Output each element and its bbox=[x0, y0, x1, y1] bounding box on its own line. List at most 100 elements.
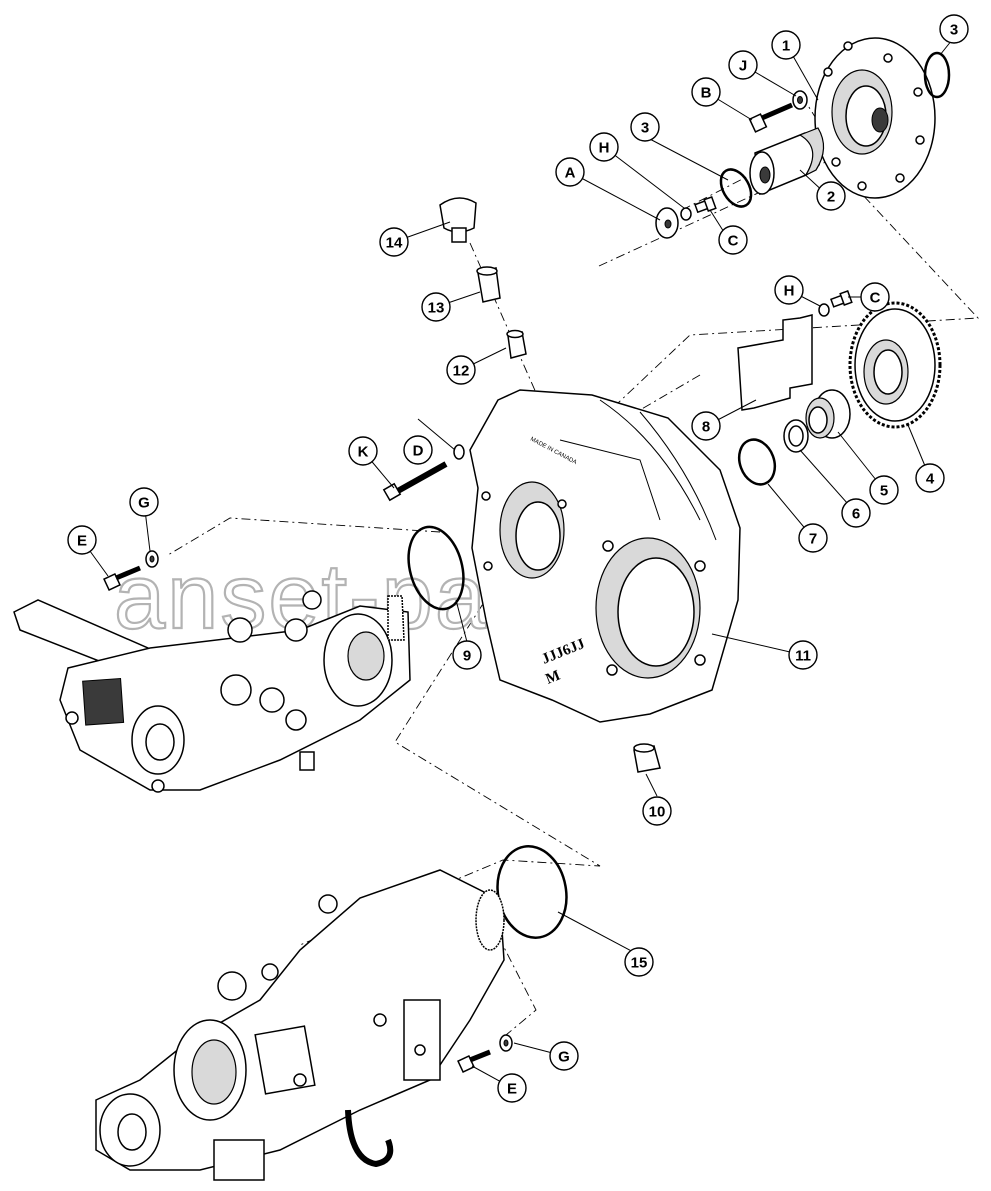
callout-label: 1 bbox=[782, 38, 790, 55]
callout-1-flange-plate: 1 bbox=[771, 30, 801, 60]
callout-8-shim-plate: 8 bbox=[691, 411, 721, 441]
sleeve-short bbox=[506, 329, 527, 359]
callout-circle bbox=[446, 355, 476, 385]
bearing bbox=[805, 389, 851, 439]
callout-label: 3 bbox=[641, 120, 649, 137]
washer-flange bbox=[792, 90, 808, 110]
callout-H-washer-small-shim: H bbox=[774, 275, 804, 305]
callout-C-bolt-small-upper: C bbox=[718, 225, 748, 255]
shim-plate bbox=[737, 314, 813, 411]
callout-label: A bbox=[565, 165, 576, 182]
snap-ring-coupling bbox=[719, 168, 753, 208]
callout-14-breather-cap: 14 bbox=[379, 227, 409, 257]
washer-pump-upper bbox=[145, 550, 159, 568]
callout-label: B bbox=[701, 85, 712, 102]
bolt-pump-lower bbox=[457, 1049, 491, 1073]
callout-label: 7 bbox=[809, 531, 817, 548]
callout-4-drive-gear: 4 bbox=[915, 463, 945, 493]
drive-gear bbox=[848, 301, 942, 429]
callout-label: H bbox=[784, 283, 795, 300]
callout-label: 4 bbox=[926, 471, 935, 488]
callout-7-snap-ring-bearing: 7 bbox=[798, 523, 828, 553]
callout-circle bbox=[774, 275, 804, 305]
callout-G-washer-pump-lower: G bbox=[549, 1041, 579, 1071]
drive-coupling bbox=[749, 127, 825, 196]
callout-label: 12 bbox=[453, 363, 470, 380]
long-bolt bbox=[382, 461, 448, 502]
callout-circle bbox=[939, 14, 969, 44]
callout-E-bolt-pump-upper: E bbox=[67, 525, 97, 555]
washer-small-shim bbox=[818, 303, 830, 317]
callout-2-drive-coupling: 2 bbox=[816, 181, 846, 211]
callout-circle bbox=[549, 1041, 579, 1071]
callout-circle bbox=[860, 282, 890, 312]
callout-label: D bbox=[413, 443, 424, 460]
callout-label: G bbox=[558, 1049, 570, 1066]
plug-nut bbox=[633, 743, 661, 773]
callout-circle bbox=[771, 30, 801, 60]
callout-circle bbox=[589, 132, 619, 162]
seal bbox=[783, 419, 809, 453]
callout-circle bbox=[555, 157, 585, 187]
callout-circle bbox=[67, 525, 97, 555]
callout-label: H bbox=[599, 140, 610, 157]
callout-10-plug-nut: 10 bbox=[642, 796, 672, 826]
callout-3-snap-ring-upper: 3 bbox=[939, 14, 969, 44]
callout-label: 3 bbox=[950, 22, 958, 39]
callout-label: 5 bbox=[880, 483, 888, 500]
callout-label: 15 bbox=[631, 955, 648, 972]
callout-label: 8 bbox=[702, 419, 710, 436]
snap-ring-upper bbox=[923, 51, 951, 99]
callout-G-washer-pump-upper: G bbox=[129, 487, 159, 517]
callout-label: 6 bbox=[852, 506, 860, 523]
callout-label: G bbox=[138, 495, 150, 512]
bolt-small-shim bbox=[830, 290, 853, 308]
bolt-flange bbox=[748, 102, 793, 133]
callout-3-snap-ring-coupling: 3 bbox=[630, 112, 660, 142]
callout-D-washer-long-bolt: D bbox=[403, 435, 433, 465]
callout-label: 9 bbox=[463, 648, 471, 665]
callout-label: 2 bbox=[827, 189, 835, 206]
callout-circle bbox=[403, 435, 433, 465]
callout-E-bolt-pump-lower: E bbox=[497, 1073, 527, 1103]
callout-circle bbox=[728, 50, 758, 80]
callout-11-pump-housing: 11 bbox=[788, 640, 818, 670]
callout-circle bbox=[452, 640, 482, 670]
callout-label: C bbox=[728, 233, 739, 250]
callout-5-bearing: 5 bbox=[869, 475, 899, 505]
breather-cap bbox=[439, 197, 477, 243]
callout-circle bbox=[348, 436, 378, 466]
callout-circle bbox=[630, 112, 660, 142]
pump-housing bbox=[469, 389, 741, 723]
hydraulic-pump-upper bbox=[13, 590, 411, 793]
callout-circle bbox=[915, 463, 945, 493]
callout-circle bbox=[379, 227, 409, 257]
callout-circle bbox=[816, 181, 846, 211]
callout-circle bbox=[718, 225, 748, 255]
callout-12-sleeve-short: 12 bbox=[446, 355, 476, 385]
callout-circle bbox=[788, 640, 818, 670]
callout-circle bbox=[798, 523, 828, 553]
o-ring-small bbox=[407, 525, 465, 611]
callout-6-seal: 6 bbox=[841, 498, 871, 528]
flange-plate bbox=[814, 37, 936, 199]
callout-H-washer-small-upper: H bbox=[589, 132, 619, 162]
callout-circle bbox=[691, 411, 721, 441]
callout-circle bbox=[624, 947, 654, 977]
callout-C-bolt-small-shim: C bbox=[860, 282, 890, 312]
callout-K-long-bolt: K bbox=[348, 436, 378, 466]
callout-A-washer-plate: A bbox=[555, 157, 585, 187]
callout-B-bolt-flange: B bbox=[691, 77, 721, 107]
callout-J-washer-flange: J bbox=[728, 50, 758, 80]
callout-label: 14 bbox=[386, 235, 403, 252]
callout-circle bbox=[841, 498, 871, 528]
callout-label: 10 bbox=[649, 804, 666, 821]
washer-small-upper bbox=[680, 207, 692, 221]
callout-label: C bbox=[870, 290, 881, 307]
callout-9-o-ring-small: 9 bbox=[452, 640, 482, 670]
bolt-small-upper bbox=[694, 196, 717, 214]
callout-15-o-ring-large: 15 bbox=[624, 947, 654, 977]
callout-label: E bbox=[77, 533, 87, 550]
